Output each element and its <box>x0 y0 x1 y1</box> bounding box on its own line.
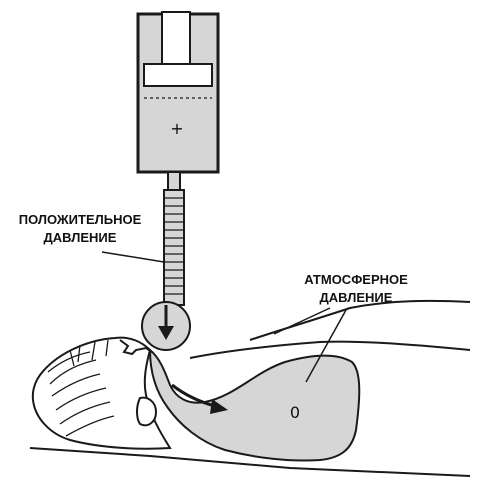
body-outline <box>190 301 470 358</box>
positive-pressure-label-line1: ПОЛОЖИТЕЛЬНОЕ <box>19 212 142 227</box>
plunger-head <box>144 64 212 86</box>
positive-pressure-label-line2: ДАВЛЕНИЕ <box>44 230 117 245</box>
atmospheric-pressure-leader-1 <box>274 308 330 334</box>
atmospheric-pressure-label-line2: ДАВЛЕНИЕ <box>320 290 393 305</box>
corrugated-tube <box>164 190 184 305</box>
ear <box>137 398 156 426</box>
positive-pressure-leader <box>102 252 164 262</box>
head-outline <box>33 338 170 449</box>
atmospheric-pressure-label-line1: АТМОСФЕРНОЕ <box>304 272 408 287</box>
zero-sign: 0 <box>290 403 300 422</box>
plus-sign: + <box>170 119 183 138</box>
syringe-nozzle <box>168 172 180 190</box>
plunger-rod <box>162 12 190 64</box>
lung-region <box>150 350 359 461</box>
